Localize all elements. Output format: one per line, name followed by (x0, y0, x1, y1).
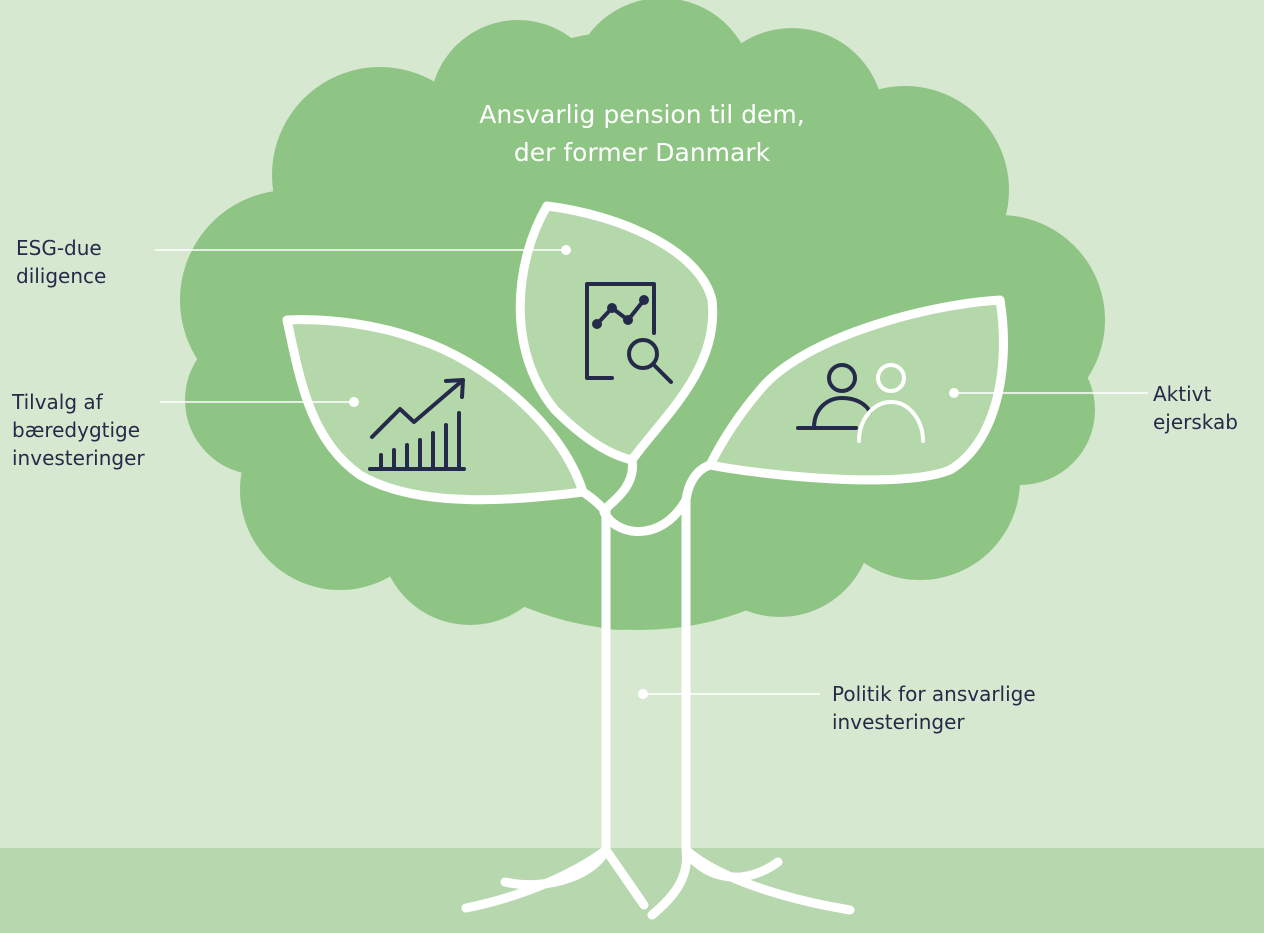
label-tilvalg: Tilvalg af bæredygtige investeringer (12, 390, 145, 470)
leader-lines (155, 249, 1148, 695)
document-chart-search-icon (585, 282, 673, 384)
root-left-2 (601, 845, 649, 910)
root-right-3 (647, 845, 691, 920)
label-aktivt-ejerskab: Aktivt ejerskab (1153, 382, 1238, 434)
root-left-3 (461, 845, 611, 913)
leader-dots (349, 245, 959, 699)
second-person-icon (857, 363, 925, 443)
tree-outline (282, 201, 1008, 920)
center-leaf-outline (515, 201, 718, 465)
root-right-2 (681, 845, 855, 915)
growth-bar-chart-icon (368, 378, 466, 471)
label-politik: Politik for ansvarlige investeringer (832, 682, 1036, 734)
right-leaf-outline (705, 295, 1008, 485)
leaf-fills (287, 206, 1004, 500)
label-esg-due-diligence: ESG-due diligence (16, 236, 107, 288)
two-people-icon (796, 363, 872, 430)
diagram-title: Ansvarlig pension til dem, der former Da… (479, 100, 805, 167)
